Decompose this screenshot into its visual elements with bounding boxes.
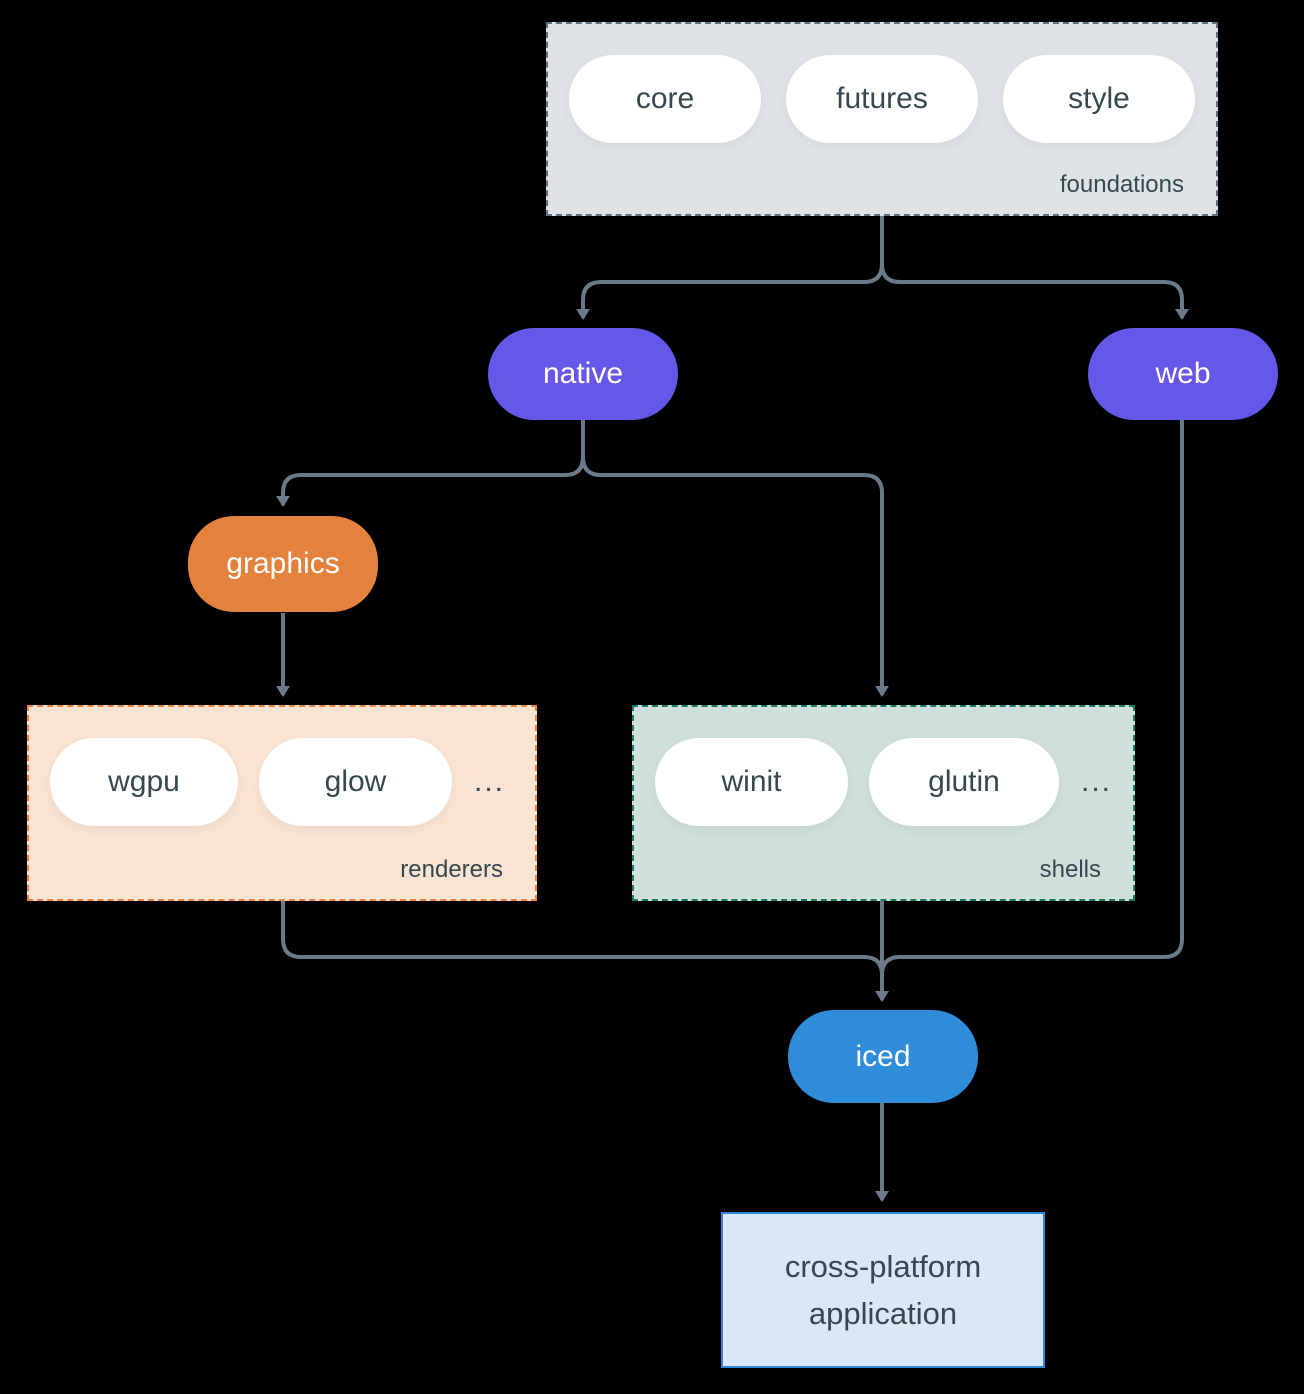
renderers-group: wgpu glow ... renderers bbox=[27, 705, 537, 901]
application-line2: application bbox=[808, 1296, 958, 1331]
shells-group: winit glutin ... shells bbox=[632, 705, 1135, 901]
node-style: style bbox=[1003, 55, 1195, 143]
application-line1: cross-platform bbox=[784, 1249, 982, 1284]
shells-pill-row: winit glutin ... bbox=[634, 707, 1133, 826]
edge-foundations-web bbox=[880, 216, 1189, 320]
renderers-label: renderers bbox=[400, 856, 503, 883]
shells-ellipsis: ... bbox=[1081, 765, 1113, 798]
node-web: web bbox=[1088, 328, 1278, 420]
edge-native-graphics bbox=[276, 420, 585, 507]
node-winit: winit bbox=[655, 738, 848, 826]
foundations-group: core futures style foundations bbox=[546, 22, 1218, 216]
foundations-label: foundations bbox=[1059, 171, 1184, 198]
edge-web-iced bbox=[880, 420, 1184, 976]
node-futures: futures bbox=[786, 55, 978, 143]
renderers-pill-row: wgpu glow ... bbox=[29, 707, 535, 826]
node-iced: iced bbox=[788, 1010, 978, 1103]
node-graphics: graphics bbox=[188, 516, 378, 612]
node-core: core bbox=[569, 55, 761, 143]
shells-label: shells bbox=[1039, 856, 1101, 883]
node-glutin: glutin bbox=[869, 738, 1059, 826]
application-box: cross-platform application bbox=[721, 1212, 1045, 1368]
node-glow: glow bbox=[259, 738, 452, 826]
node-wgpu: wgpu bbox=[50, 738, 238, 826]
edge-foundations-native bbox=[576, 216, 884, 320]
renderers-ellipsis: ... bbox=[474, 765, 506, 798]
node-native: native bbox=[488, 328, 678, 420]
foundations-pill-row: core futures style bbox=[548, 24, 1216, 143]
edge-native-shells bbox=[581, 420, 889, 697]
edge-renderers-iced bbox=[281, 901, 884, 976]
